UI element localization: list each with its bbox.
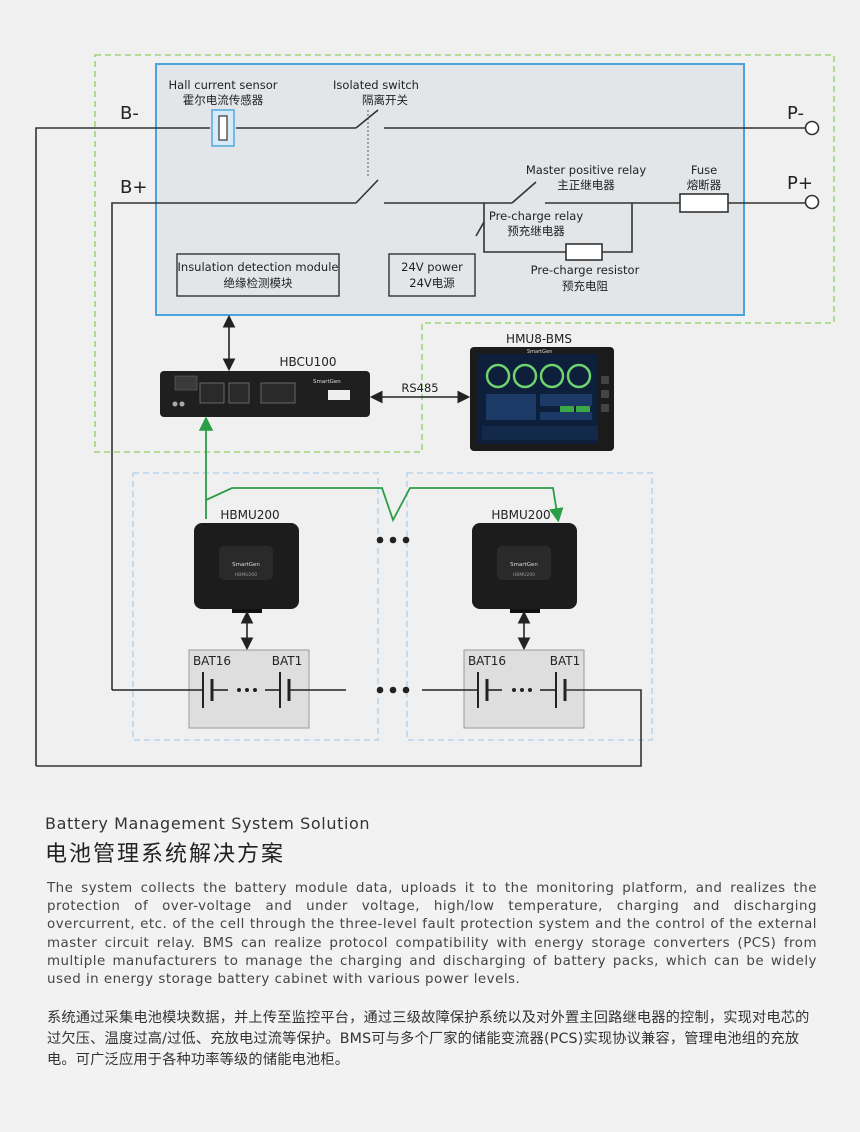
section-title-en: Battery Management System Solution bbox=[45, 814, 371, 833]
b-minus-wire bbox=[35, 127, 210, 766]
description-section: Battery Management System Solution 电池管理系… bbox=[0, 800, 860, 1132]
can-bus-wire bbox=[205, 487, 564, 523]
b-plus-wire bbox=[111, 202, 356, 690]
precharge-return-wire bbox=[602, 203, 633, 253]
isolated-switch-lower-blade bbox=[355, 179, 379, 204]
fuse-label-en: Fuse bbox=[691, 163, 717, 177]
isolated-switch-label-en: Isolated switch bbox=[333, 78, 419, 92]
bat-left-ellipsis bbox=[237, 688, 257, 692]
fuse-symbol bbox=[679, 193, 729, 213]
high-voltage-box bbox=[155, 63, 745, 316]
hall-sensor-label-zh: 霍尔电流传感器 bbox=[183, 93, 264, 107]
p-plus-label: P+ bbox=[787, 173, 813, 194]
hall-sensor-core bbox=[218, 115, 228, 141]
section-title-zh: 电池管理系统解决方案 bbox=[45, 842, 286, 867]
insulation-module-box bbox=[176, 253, 340, 297]
bat-right-first-label: BAT16 bbox=[468, 654, 506, 668]
fuse-label-zh: 熔断器 bbox=[687, 178, 722, 192]
hbmu-left-device: SmartGen HBMU200 bbox=[194, 523, 299, 613]
power-24v-box bbox=[388, 253, 476, 297]
hbcu-device: SmartGen bbox=[160, 371, 370, 417]
isolated-switch-label-zh: 隔离开关 bbox=[362, 93, 408, 107]
bms-wiring-diagram: B- P- Hall current sensor 霍尔电流传感器 Isolat… bbox=[35, 54, 835, 767]
hbmu-ellipsis bbox=[376, 536, 410, 544]
battery-ellipsis bbox=[376, 686, 410, 694]
hmu-brand: SmartGen bbox=[527, 349, 552, 355]
hmu-display: SmartGen bbox=[470, 347, 614, 451]
p-minus-terminal bbox=[804, 120, 820, 136]
isolated-switch-upper-blade bbox=[355, 109, 379, 129]
hall-sensor-label-en: Hall current sensor bbox=[169, 78, 278, 92]
description-zh: 系统通过采集电池模块数据，并上传至监控平台，通过三级故障保护系统以及对外置主回路… bbox=[47, 1010, 810, 1068]
bat-left-first-label: BAT16 bbox=[193, 654, 231, 668]
precharge-resistor-label-zh: 预充电阻 bbox=[562, 279, 608, 293]
power-24v-label-zh: 24V电源 bbox=[409, 276, 455, 290]
hbmu-left-model: HBMU200 bbox=[235, 572, 257, 578]
precharge-relay-label-en: Pre-charge relay bbox=[489, 209, 583, 223]
precharge-relay-label-zh: 预充继电器 bbox=[507, 224, 565, 238]
master-relay-label-en: Master positive relay bbox=[526, 163, 646, 177]
power-24v-label-en: 24V power bbox=[401, 260, 463, 274]
hbcu-label: HBCU100 bbox=[279, 355, 336, 369]
bat-right-cells bbox=[422, 672, 567, 708]
hmu-label: HMU8-BMS bbox=[506, 332, 572, 346]
precharge-relay-blade bbox=[475, 221, 485, 237]
bat-right-ellipsis bbox=[512, 688, 532, 692]
rs485-label: RS485 bbox=[401, 381, 438, 395]
hbmu-right-label: HBMU200 bbox=[491, 508, 550, 522]
p-plus-terminal bbox=[804, 194, 820, 210]
master-relay-label-zh: 主正继电器 bbox=[557, 178, 615, 192]
b-minus-label: B- bbox=[120, 103, 139, 124]
insulation-module-label-zh: 绝缘检测模块 bbox=[224, 276, 293, 290]
insulation-module-label-en: Insulation detection module bbox=[178, 260, 339, 274]
precharge-resistor-symbol bbox=[565, 243, 603, 261]
control-region-border bbox=[94, 54, 835, 453]
hbmu-right-brand: SmartGen bbox=[510, 562, 538, 568]
bat-left-last-label: BAT1 bbox=[272, 654, 302, 668]
precharge-branch-wire bbox=[483, 203, 566, 253]
hbmu-right-device: SmartGen HBMU200 bbox=[472, 523, 577, 613]
b-plus-label: B+ bbox=[120, 177, 147, 198]
battery-cluster-right bbox=[406, 472, 653, 741]
bat-right-last-label: BAT1 bbox=[550, 654, 580, 668]
p-minus-label: P- bbox=[787, 103, 804, 124]
battery-cluster-left bbox=[132, 472, 379, 741]
hbmu-left-brand: SmartGen bbox=[232, 562, 260, 568]
hbmu-right-model: HBMU200 bbox=[513, 572, 535, 578]
bat-left-cells bbox=[112, 672, 346, 708]
hbcu-brand: SmartGen bbox=[313, 379, 341, 385]
description-en: The system collects the battery module d… bbox=[47, 881, 817, 988]
negative-return-wire bbox=[36, 689, 642, 767]
master-relay-blade bbox=[511, 181, 537, 204]
hbmu-left-label: HBMU200 bbox=[220, 508, 279, 522]
precharge-resistor-label-en: Pre-charge resistor bbox=[531, 263, 640, 277]
